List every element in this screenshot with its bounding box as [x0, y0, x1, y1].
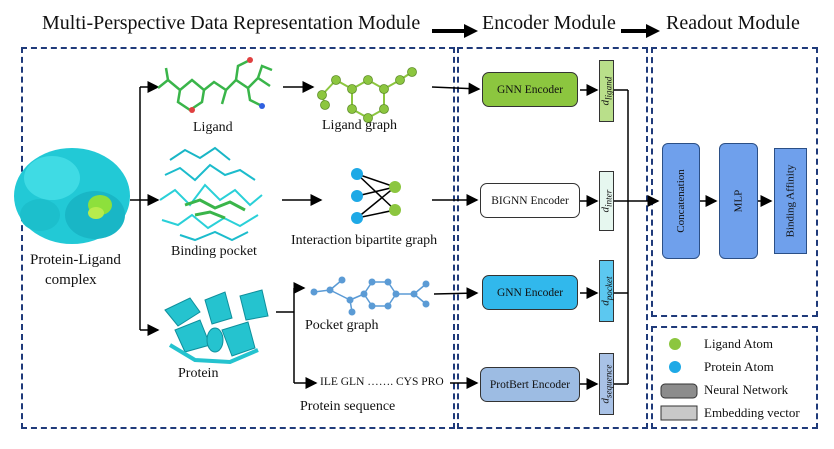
ligand-label: Ligand: [193, 120, 233, 135]
ligand-image-atoms: [189, 57, 265, 113]
legend-box: [651, 326, 818, 429]
binding-affinity-block: Binding Affinity: [774, 148, 807, 254]
complex-label-line1: Protein-Ligand: [30, 252, 121, 268]
interaction-graph-label: Interaction bipartite graph: [291, 233, 438, 248]
binding-pocket-image: [159, 146, 263, 242]
legend-protein-atom-label: Protein Atom: [704, 359, 774, 374]
header-mpdr: Multi-Perspective Data Representation Mo…: [42, 12, 421, 34]
embedding-sequence: dsequence: [599, 353, 614, 415]
protein-seq-text: ILE GLN ……. CYS PRO: [320, 376, 444, 388]
legend-embedding-label: Embedding vector: [704, 405, 800, 420]
representation-arrows: [276, 81, 323, 389]
complex-branch-arrows: [130, 81, 160, 336]
embedding-sequence-sub: sequence: [603, 364, 614, 399]
ligand-graph-label: Ligand graph: [322, 118, 398, 133]
embedding-inter: dinter: [599, 171, 614, 231]
mlp-block: MLP: [719, 143, 758, 259]
legend-ligand-atom-label: Ligand Atom: [704, 336, 773, 351]
legend-ligand-atom-icon: [669, 338, 681, 350]
protein-image: [164, 289, 269, 365]
encoder-input-arrows: [431, 82, 481, 389]
embedding-sequence-base: d: [599, 398, 612, 404]
pocket-graph: [310, 276, 430, 316]
pocket-gnn-encoder: GNN Encoder: [482, 275, 578, 310]
header-arrow-2: [621, 24, 660, 38]
embedding-ligand-base: d: [599, 99, 612, 106]
legend-neural-network-label: Neural Network: [704, 382, 789, 397]
protbert-encoder: ProtBert Encoder: [480, 367, 580, 402]
pocket-graph-label: Pocket graph: [305, 318, 379, 333]
binding-pocket-label: Binding pocket: [171, 244, 257, 259]
concatenation-block: Concatenation: [662, 143, 700, 259]
ligand-image: [157, 58, 273, 112]
embedding-ligand: dligand: [599, 60, 614, 122]
legend-neural-network-icon: [660, 383, 698, 399]
header-encoder: Encoder Module: [482, 12, 616, 34]
concatenation-label: Concatenation: [675, 169, 688, 233]
embedding-ligand-sub: ligand: [603, 76, 614, 100]
header-readout: Readout Module: [666, 12, 800, 34]
readout-module-box: [651, 47, 818, 317]
legend-protein-atom-icon: [669, 361, 681, 373]
embedding-inter-base: d: [599, 206, 612, 213]
encoder-output-arrows: [580, 84, 599, 390]
ligand-graph: [317, 67, 417, 123]
bipartite-graph: [351, 168, 401, 224]
embedding-pocket-base: d: [599, 300, 612, 306]
header-arrow-1: [432, 24, 478, 38]
embedding-to-readout-arrows: [614, 89, 660, 385]
protein-sequence-label: Protein sequence: [300, 399, 396, 414]
encoder-module-box: [457, 47, 648, 429]
protein-label: Protein: [178, 366, 219, 381]
mlp-label: MLP: [732, 189, 745, 213]
complex-image: [14, 148, 130, 244]
embedding-pocket: dpocket: [599, 260, 614, 322]
legend-embedding-icon: [660, 405, 698, 421]
ligand-gnn-encoder: GNN Encoder: [482, 72, 578, 107]
mpdr-module-box: [21, 47, 455, 429]
binding-affinity-label: Binding Affinity: [784, 164, 797, 238]
bignn-encoder: BIGNN Encoder: [480, 183, 580, 218]
embedding-inter-sub: inter: [603, 189, 614, 207]
embedding-pocket-sub: pocket: [603, 276, 614, 301]
complex-label-line2: complex: [45, 272, 97, 288]
